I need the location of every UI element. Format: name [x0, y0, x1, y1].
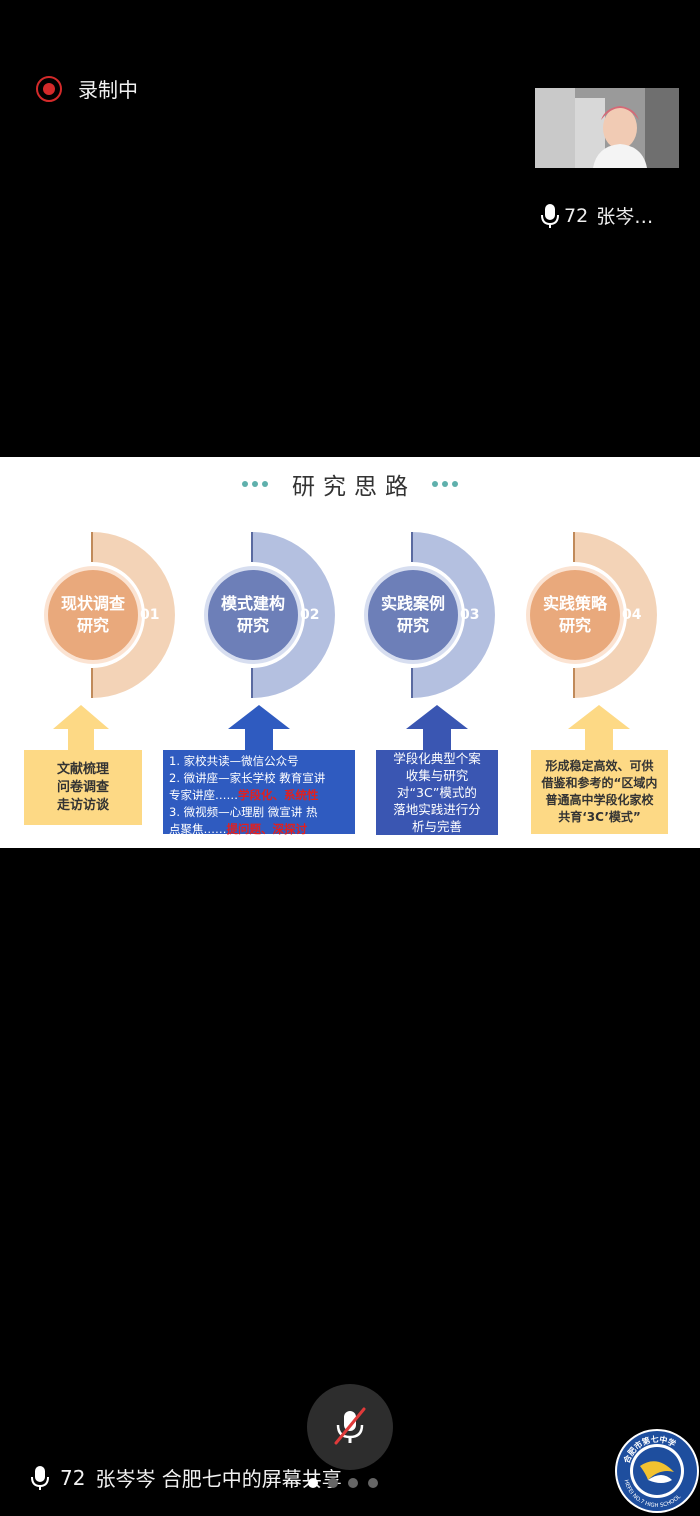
page-dot[interactable] [348, 1478, 358, 1488]
step-1-circle: 现状调查研究 [48, 570, 138, 660]
box-2-text: 点聚焦…… [169, 822, 227, 836]
microphone-muted-icon [334, 1407, 366, 1445]
up-arrow-icon [228, 705, 290, 751]
step-3: 实践案例研究 03 [364, 530, 504, 700]
slide-title-row: 研究思路 [0, 467, 700, 501]
box-3-line: 落地实践进行分 [393, 802, 481, 817]
step-4-number: 04 [622, 607, 642, 623]
box-4-line: 共育‘3C’模式” [558, 810, 641, 824]
mute-toggle-button[interactable] [307, 1384, 393, 1470]
box-4-line: 形成稳定高效、可供 [545, 759, 654, 773]
step-2: 模式建构研究 02 [204, 530, 344, 700]
box-3-line: 对“3C”模式的 [397, 785, 477, 800]
microphone-icon [541, 203, 559, 228]
step-3-number: 03 [460, 607, 480, 623]
box-3-line: 收集与研究 [405, 768, 469, 783]
participant-signal: 72 [564, 204, 589, 227]
step-1-label: 现状调查研究 [60, 594, 125, 635]
box-1-line: 问卷调查 [56, 779, 109, 795]
up-arrow-icon [53, 705, 109, 751]
shared-screen-slide: 研究思路 现状调查研究 01 模式建构研究 02 [0, 457, 700, 848]
screen-share-status: 72 张岑岑 合肥七中的屏幕共享 [30, 1463, 342, 1492]
method-box-4: 形成稳定高效、可供 借鉴和参考的“区域内 普通高中学段化家校 共育‘3C’模式” [531, 750, 668, 834]
recording-label: 录制中 [78, 78, 138, 102]
step-1-number: 01 [140, 607, 160, 623]
page-indicator[interactable] [308, 1478, 378, 1488]
box-2-highlight: 学段化、系统性 [238, 788, 319, 802]
slide-title: 研究思路 [292, 474, 416, 500]
step-2-number: 02 [300, 607, 320, 623]
step-4-label: 实践策略研究 [542, 594, 607, 635]
page-dot[interactable] [368, 1478, 378, 1488]
bottom-signal: 72 [60, 1465, 86, 1490]
box-4-line: 借鉴和参考的“区域内 [541, 776, 658, 790]
step-4-arc [573, 532, 657, 698]
method-box-3: 学段化典型个案 收集与研究 对“3C”模式的 落地实践进行分 析与完善 [376, 750, 498, 835]
step-4: 实践策略研究 04 [526, 530, 666, 700]
microphone-icon [31, 1465, 49, 1490]
method-box-2: 1. 家校共读—微信公众号 2. 微讲座—家长学校 教育宣讲 专家讲座……学段化… [163, 750, 355, 836]
step-2-arc [251, 532, 335, 698]
title-dots-left [242, 481, 268, 487]
step-4-circle: 实践策略研究 [530, 570, 620, 660]
participant-name: 张岑… [596, 206, 654, 228]
step-1: 现状调查研究 01 [44, 530, 184, 700]
record-icon [36, 75, 62, 102]
participant-name-tag: 72 张岑… [540, 202, 653, 229]
page-dot[interactable] [328, 1478, 338, 1488]
title-dots-right [432, 481, 458, 487]
box-3-line: 析与完善 [411, 819, 462, 834]
participant-video-image [535, 88, 679, 168]
step-1-arc [91, 532, 175, 698]
school-logo: 合肥市第七中学 HEFEI NO.7 HIGH SCHOOL [615, 1429, 699, 1513]
step-3-arc [411, 532, 495, 698]
recording-indicator: 录制中 [36, 74, 138, 103]
box-1-line: 走访访谈 [56, 797, 109, 813]
method-box-1: 文献梳理 问卷调查 走访访谈 [24, 750, 142, 825]
box-2-line: 专家讲座……学段化、系统性 [169, 787, 349, 804]
up-arrow-icon [406, 705, 468, 751]
box-3-line: 学段化典型个案 [393, 751, 481, 766]
step-3-circle: 实践案例研究 [368, 570, 458, 660]
step-3-label: 实践案例研究 [380, 594, 445, 635]
screen-share-label: 张岑岑 合肥七中的屏幕共享 [95, 1467, 342, 1491]
step-2-label: 模式建构研究 [220, 594, 285, 635]
step-2-circle: 模式建构研究 [208, 570, 298, 660]
box-2-text: 专家讲座…… [169, 788, 238, 802]
box-2-line: 点聚焦……提问题、深探讨 [169, 821, 349, 838]
page-dot[interactable] [308, 1478, 318, 1488]
up-arrow-icon [568, 705, 630, 751]
box-2-highlight: 提问题、深探讨 [226, 822, 308, 836]
box-2-line: 2. 微讲座—家长学校 教育宣讲 [169, 771, 326, 785]
box-2-line: 3. 微视频—心理剧 微宣讲 热 [169, 805, 318, 819]
participant-video-thumbnail[interactable] [535, 88, 679, 168]
box-2-line: 1. 家校共读—微信公众号 [169, 754, 299, 768]
box-4-line: 普通高中学段化家校 [545, 793, 654, 807]
box-1-line: 文献梳理 [56, 761, 109, 777]
